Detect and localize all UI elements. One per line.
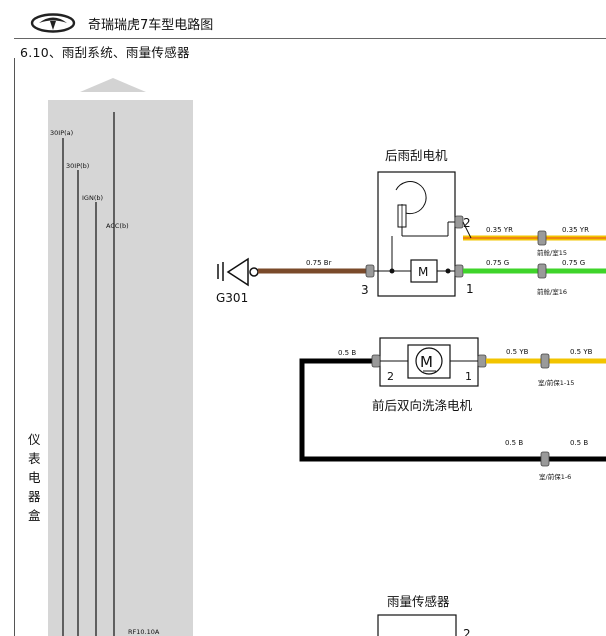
wire-yellow-black: 0.5 YB 0.5 YB 室/前保1-15 xyxy=(486,348,606,387)
wire-yellow-red: 0.35 YR 0.35 YR 前舱/室15 xyxy=(463,226,606,257)
rear-wiper-motor: 后雨刮电机 M 2 3 1 xyxy=(361,148,474,297)
pin-label: 3 xyxy=(361,283,369,297)
header-divider xyxy=(14,38,606,39)
svg-text:前舱/室16: 前舱/室16 xyxy=(537,287,567,296)
rear-wiper-motor-title: 后雨刮电机 xyxy=(385,148,448,163)
wire-green: 0.75 G 0.75 G 前舱/室16 xyxy=(463,259,606,296)
svg-text:0.35 YR: 0.35 YR xyxy=(562,226,589,234)
page-header: 奇瑞瑞虎7车型电路图 xyxy=(0,0,606,40)
svg-text:0.5 YB: 0.5 YB xyxy=(506,348,529,356)
panel-body xyxy=(48,100,193,636)
panel-label-char: 器 xyxy=(28,489,41,504)
svg-text:0.5 B: 0.5 B xyxy=(505,439,523,447)
pin-label: 2 xyxy=(463,627,471,636)
wire-tap xyxy=(462,221,472,239)
line-label: IGN(b) xyxy=(82,194,103,202)
svg-text:0.5 B: 0.5 B xyxy=(570,439,588,447)
section-title: 6.10、雨刮系统、雨量传感器 xyxy=(20,45,190,60)
ground-label: G301 xyxy=(216,291,248,305)
pin-label: 2 xyxy=(463,216,471,230)
line-label: 30IP(a) xyxy=(50,129,73,137)
rain-sensor-title: 雨量传感器 xyxy=(387,594,450,609)
panel-label-char: 表 xyxy=(28,451,41,466)
frame-border xyxy=(14,58,15,636)
wire-black-loop: 0.5 B 0.5 B 0.5 B 室/前保1-6 xyxy=(299,349,606,481)
panel-label-char: 电 xyxy=(28,470,41,485)
pin-label: 1 xyxy=(466,282,474,296)
panel-label-char: 仪 xyxy=(28,432,41,447)
svg-text:0.75 G: 0.75 G xyxy=(562,259,585,267)
instrument-fuse-box: 30IP(a) 30IP(b) IGN(b) ACC(b) RF10.10A 仪… xyxy=(28,78,193,636)
svg-text:前舱/室15: 前舱/室15 xyxy=(537,248,567,257)
svg-text:室/前保1-15: 室/前保1-15 xyxy=(538,378,574,387)
svg-text:0.5 YB: 0.5 YB xyxy=(570,348,593,356)
rain-sensor: 雨量传感器 2 xyxy=(377,594,471,636)
svg-text:0.5 B: 0.5 B xyxy=(338,349,356,357)
line-label: ACC(b) xyxy=(106,222,129,230)
panel-label-char: 盒 xyxy=(28,508,41,523)
washer-motor-title: 前后双向洗涤电机 xyxy=(372,398,473,413)
panel-arrow xyxy=(80,78,146,92)
svg-text:0.75 G: 0.75 G xyxy=(486,259,509,267)
line-label: RF10.10A xyxy=(128,628,160,636)
svg-text:0.35 YR: 0.35 YR xyxy=(486,226,513,234)
motor-symbol: M xyxy=(420,353,433,371)
svg-text:室/前保1-6: 室/前保1-6 xyxy=(539,472,571,481)
chery-logo-icon xyxy=(30,13,76,33)
washer-motor: M 2 1 前后双向洗涤电机 xyxy=(371,337,487,413)
ground-g301: G301 xyxy=(216,257,259,305)
document-title: 奇瑞瑞虎7车型电路图 xyxy=(88,18,214,33)
pin-label: 2 xyxy=(387,370,394,383)
motor-symbol: M xyxy=(418,265,428,279)
pin-label: 1 xyxy=(465,370,472,383)
line-label: 30IP(b) xyxy=(66,162,89,170)
wire-label: 0.75 Br xyxy=(306,259,332,267)
